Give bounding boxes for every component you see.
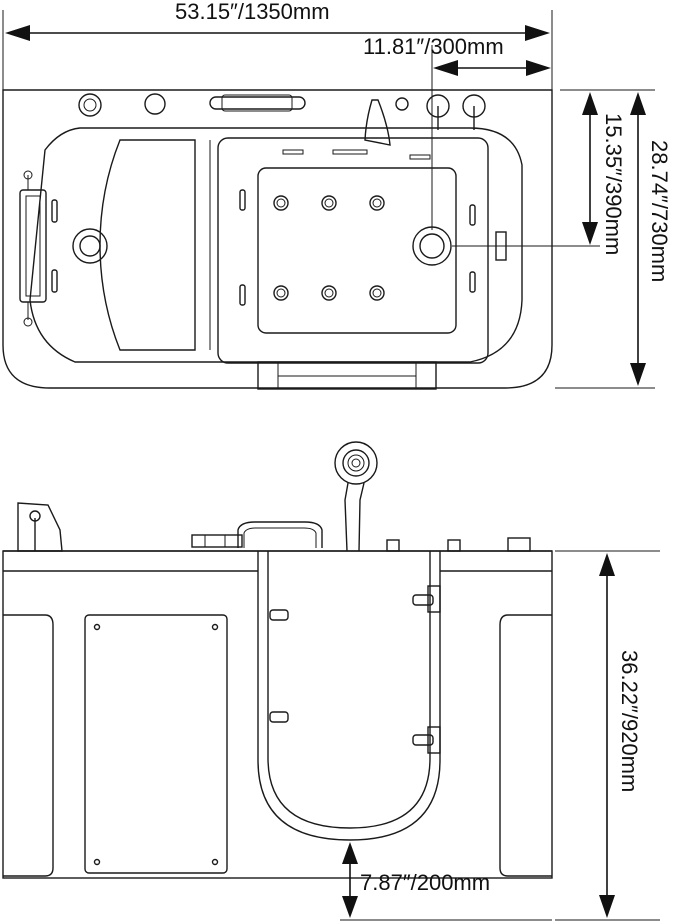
drain-offset-label: 11.81″/300mm bbox=[363, 34, 504, 59]
dimension-overall-length bbox=[2, 10, 553, 90]
jet-panel bbox=[257, 167, 457, 334]
overall-width-label: 28.74″/730mm bbox=[647, 140, 672, 282]
small-button bbox=[395, 97, 409, 111]
dimension-overall-height bbox=[555, 550, 660, 921]
tub-inner-basin bbox=[29, 127, 523, 363]
grab-bar-front bbox=[237, 521, 323, 548]
side-jets bbox=[51, 189, 476, 306]
dimension-overall-width bbox=[555, 92, 655, 389]
body-jets bbox=[273, 195, 385, 301]
drain bbox=[412, 226, 452, 266]
dimension-drain-offset bbox=[431, 45, 551, 230]
tub-front-body bbox=[2, 550, 553, 879]
hand-shower bbox=[334, 441, 378, 552]
door-panel-top bbox=[217, 137, 489, 364]
hand-shower-top bbox=[364, 99, 391, 146]
dimension-step-height bbox=[340, 842, 552, 921]
headrest-handle bbox=[19, 170, 47, 327]
tub-outer-rim bbox=[2, 89, 553, 389]
drain-to-back-label: 15.35″/390mm bbox=[601, 113, 626, 255]
air-button bbox=[144, 93, 166, 115]
access-panel bbox=[84, 614, 228, 874]
dimension-drain-to-back bbox=[452, 89, 655, 247]
overall-height-label: 36.22″/920mm bbox=[617, 650, 642, 792]
door-sill bbox=[257, 361, 437, 390]
grab-bar-top bbox=[209, 96, 306, 110]
overflow-drain bbox=[72, 228, 108, 264]
air-button-left bbox=[78, 93, 102, 117]
walk-in-door bbox=[257, 551, 441, 841]
seat-area bbox=[99, 139, 196, 351]
front-view bbox=[2, 441, 553, 879]
overall-length-label: 53.15″/1350mm bbox=[175, 0, 330, 24]
headrest-bracket bbox=[17, 502, 63, 552]
step-height-label: 7.87″/200mm bbox=[360, 870, 490, 895]
top-view bbox=[2, 89, 553, 390]
